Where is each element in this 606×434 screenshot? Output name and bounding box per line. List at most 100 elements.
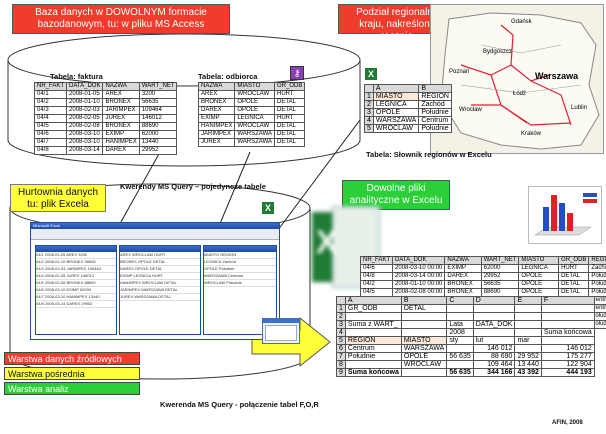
warehouse-line2: tu: plik Excela <box>27 199 89 210</box>
joined-cell: 2008-03-10 00:00 <box>392 264 446 273</box>
sheet-window-3-titlebar <box>204 246 276 252</box>
slownik-cell: WROCLAW <box>372 124 420 133</box>
pivot-row: 2 <box>336 312 595 321</box>
analytic-callout: Dowolne pliki analityczne w Excelu <box>342 180 450 210</box>
odbiorca-cell: HURT <box>274 114 306 123</box>
pivot-cell: MIASTO <box>400 336 448 345</box>
odbiorca-cell: DETAL <box>274 138 306 147</box>
sheet-window-2-row: EXIMP LEGNICA HURT <box>120 273 200 280</box>
analytic-line1: Dowolne pliki <box>366 183 426 194</box>
slownik-cell: MIASTO <box>372 92 420 101</box>
pivot-cell <box>400 312 448 321</box>
pivot-cell: Suma z WART_ <box>344 320 402 329</box>
sheet-window-2-row: AREX WROCLAW HURT <box>120 252 200 259</box>
faktura-cell: 2008-02-05 <box>66 114 104 123</box>
regional-text: Podział regionalny kraju, nakreślony ręc… <box>356 7 438 42</box>
pivot-cell <box>514 328 542 337</box>
faktura-cell: 2008-03-10 <box>66 138 104 147</box>
map-city-warszawa: Warszawa <box>535 71 579 81</box>
faktura-cell: 2008-01-10 <box>66 98 104 107</box>
joined-cell: 2008-01-10 00:00 <box>392 280 446 289</box>
analytic-line2: analityczne w Excelu <box>349 195 443 206</box>
pivot-row-number: 9 <box>336 368 346 377</box>
slownik-corner-cell <box>364 84 374 93</box>
pivot-cell: 56 635 <box>446 368 474 377</box>
pivot-cell <box>446 304 474 313</box>
pivot-cell: 2008 <box>446 328 474 337</box>
odbiorca-cell: WARSZAWA <box>234 130 276 139</box>
faktura-header-cell: WART_NET <box>138 82 178 91</box>
legend-source: Warstwa danych źródłowych <box>4 352 140 365</box>
odbiorca-caption: Tabela: odbiorca <box>198 72 258 81</box>
excel-window-titlebar[interactable]: Microsoft Excel <box>31 223 279 229</box>
slownik-col-letter: A <box>372 84 420 93</box>
excel-window[interactable]: Microsoft Excel 04/1 2008-01-05 AREX 320… <box>30 222 280 340</box>
odbiorca-header-cell: NAZWA <box>197 82 236 91</box>
map-city-bydgoszcz: Bydgoszcz <box>483 49 513 55</box>
analytic-chart <box>528 186 602 244</box>
faktura-cell: 2008-03-14 <box>66 146 104 155</box>
map-city-lublin: Lublin <box>571 105 588 111</box>
pivot-cell <box>472 304 516 313</box>
pivot-cell <box>344 312 402 321</box>
slownik-row-number: 3 <box>364 108 374 117</box>
sheet-window-1-row: 04/4 2008-02-05 JUREX 146012 <box>36 273 116 280</box>
faktura-header-cell: DATA_DOK <box>66 82 104 91</box>
sheet-window-2-row: HANIMPEX WROCLAW DETAL <box>120 280 200 287</box>
faktura-cell: 04/5 <box>33 122 68 131</box>
pivot-cell: Suma końcowa <box>344 368 402 377</box>
faktura-cell: 88690 <box>138 122 178 131</box>
joined-cell: LEGNICA <box>518 264 560 273</box>
sheet-window-2-titlebar <box>120 246 200 252</box>
odbiorca-cell: OPOLE <box>234 106 276 115</box>
pivot-cell: 88 690 <box>472 352 516 361</box>
odbiorca-cell: AREX <box>197 90 236 99</box>
odbiorca-cell: DETAL <box>274 122 306 131</box>
pivot-cell: 29 952 <box>514 352 542 361</box>
pivot-cell: mar <box>514 336 542 345</box>
faktura-header-cell: NAZWA <box>102 82 140 91</box>
pivot-cell: Lata <box>446 320 474 329</box>
joined-header-cell: DATA_DOK <box>392 256 446 265</box>
map-city-krakow: Kraków <box>521 131 542 137</box>
odbiorca-header-cell: GR_ODB <box>274 82 306 91</box>
pivot-cell: 344 166 <box>472 368 516 377</box>
map-city-lodz: Łódź <box>513 91 527 97</box>
odbiorca-cell: BRONEX <box>197 98 236 107</box>
slownik-row-number: 5 <box>364 124 374 133</box>
sheet-window-1-row: 04/7 2008-03-10 HANIMPEX 13440 <box>36 294 116 301</box>
pivot-row-number: 1 <box>336 304 346 313</box>
pivot-corner-cell <box>336 296 346 305</box>
map-graphic <box>440 12 600 150</box>
odbiorca-cell: WARSZAWA <box>234 138 276 147</box>
faktura-cell: JARIMPEX <box>102 106 140 115</box>
slownik-row-number: 1 <box>364 92 374 101</box>
joined-cell: 2008-03-14 00:00 <box>392 272 446 281</box>
warehouse-line1: Hurtownia danych <box>17 187 99 198</box>
legend-middle: Warstwa pośrednia <box>4 367 140 380</box>
pivot-cell <box>540 304 595 313</box>
odbiorca-cell: DETAL <box>274 98 306 107</box>
odbiorca-cell: DETAL <box>274 130 306 139</box>
sheet-window-1-row: 04/6 2008-03-10 EXIMP 62000 <box>36 287 116 294</box>
pivot-cell <box>400 328 448 337</box>
pivot-cell: 175 277 <box>540 352 595 361</box>
pivot-cell <box>514 312 542 321</box>
joined-cell: OPOLE <box>518 272 560 281</box>
excel-icon: X <box>365 68 377 80</box>
